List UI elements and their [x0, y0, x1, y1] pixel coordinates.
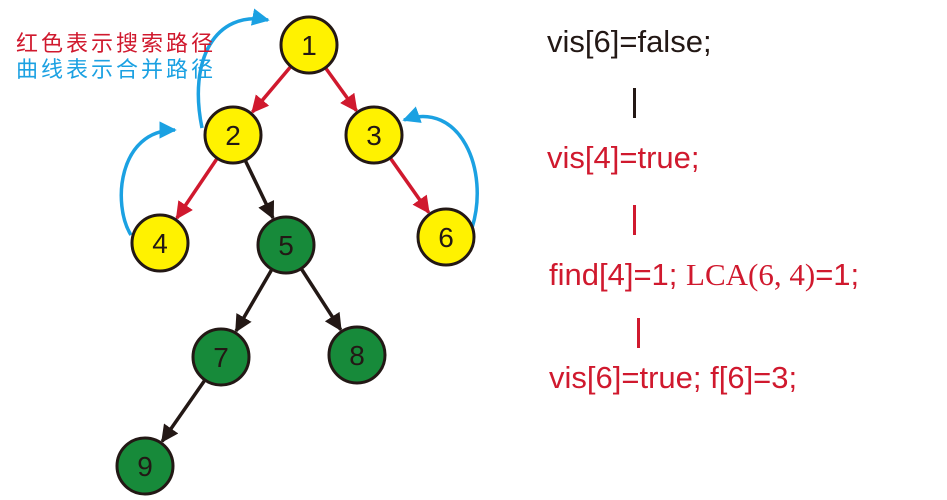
node-label-4: 4	[152, 228, 168, 259]
node-label-8: 8	[349, 340, 365, 371]
tree-edges	[160, 66, 431, 443]
merge-curves	[119, 8, 479, 236]
merge-curve-4-2	[119, 121, 177, 236]
edge-5-7	[234, 269, 273, 333]
tree-node-9: 9	[115, 436, 175, 496]
edge-1-3	[324, 67, 358, 113]
node-label-3: 3	[366, 120, 382, 151]
node-circle-9	[115, 436, 175, 496]
step-vis4-true: vis[4]=true;	[547, 140, 700, 175]
step-connector-3	[637, 318, 640, 348]
node-label-9: 9	[137, 451, 153, 482]
edge-7-9	[160, 379, 206, 443]
edge-2-4	[175, 158, 219, 220]
tree-nodes: 1 2 3 4 5 6 7 8 9	[115, 15, 476, 496]
tree-node-3: 3	[344, 105, 404, 165]
node-circle-5	[256, 215, 316, 275]
edge-1-2	[251, 66, 292, 114]
legend-merge-path: 曲线表示合并路径	[16, 58, 217, 83]
tree-node-1: 1	[279, 15, 339, 75]
step-vis6-false: vis[6]=false;	[547, 24, 712, 59]
merge-curve-6-3	[402, 106, 479, 229]
node-circle-4	[130, 213, 190, 273]
node-label-1: 1	[301, 30, 317, 61]
node-circle-8	[327, 325, 387, 385]
edge-2-5	[244, 160, 275, 220]
step-vis6-true: vis[6]=true; f[6]=3;	[549, 360, 798, 395]
tree-node-8: 8	[327, 325, 387, 385]
merge-curve-2-1	[196, 8, 270, 129]
legend-search-path: 红色表示搜索路径	[16, 32, 217, 57]
step-lca-result: =1;	[815, 257, 860, 292]
node-circle-3	[344, 105, 404, 165]
step-lca-call: LCA(6, 4)	[686, 257, 816, 292]
node-circle-7	[191, 327, 251, 387]
edge-5-8	[300, 268, 343, 332]
tree-node-4: 4	[130, 213, 190, 273]
node-label-6: 6	[438, 222, 454, 253]
tree-node-6: 6	[416, 207, 476, 267]
tree-node-7: 7	[191, 327, 251, 387]
step-connector-1	[633, 88, 636, 118]
node-circle-2	[203, 105, 263, 165]
edge-3-6	[389, 157, 431, 214]
tree-node-5: 5	[256, 215, 316, 275]
node-label-5: 5	[278, 230, 294, 261]
step-connector-2	[633, 205, 636, 235]
step-find4: find[4]=1;	[549, 257, 678, 292]
tree-node-2: 2	[203, 105, 263, 165]
step-find-lca: find[4]=1; LCA(6, 4)=1;	[549, 257, 859, 293]
node-circle-1	[279, 15, 339, 75]
node-label-2: 2	[225, 120, 241, 151]
node-label-7: 7	[213, 342, 229, 373]
node-circle-6	[416, 207, 476, 267]
